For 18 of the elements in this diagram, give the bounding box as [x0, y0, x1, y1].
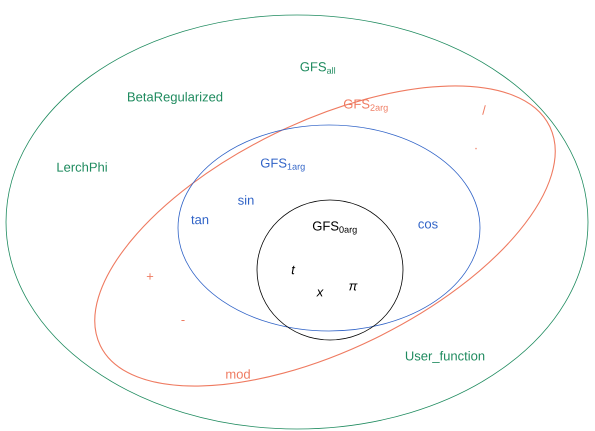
element-label: tan — [191, 216, 208, 224]
element-label: cos — [418, 221, 438, 229]
set-label: GFS$_{1arg}$ — [260, 158, 305, 172]
element-label: π — [349, 284, 358, 290]
element-label: BetaRegularized — [128, 92, 222, 104]
element-label: mod — [226, 369, 250, 379]
set-label: GFS$_{2arg}$ — [344, 99, 388, 113]
element-label: sin — [238, 195, 254, 205]
element-label: t — [292, 266, 296, 274]
element-label: / — [482, 105, 486, 115]
set-label: GFS$_{all}$ — [300, 62, 336, 74]
element-label: · — [475, 148, 477, 150]
element-label: User_function — [406, 350, 484, 363]
element-label: - — [181, 320, 185, 322]
element-label: + — [146, 273, 154, 280]
set-label: GFS$_{0arg}$ — [312, 221, 357, 235]
element-label: x — [316, 290, 324, 296]
element-label: LerchPhi — [57, 162, 107, 172]
